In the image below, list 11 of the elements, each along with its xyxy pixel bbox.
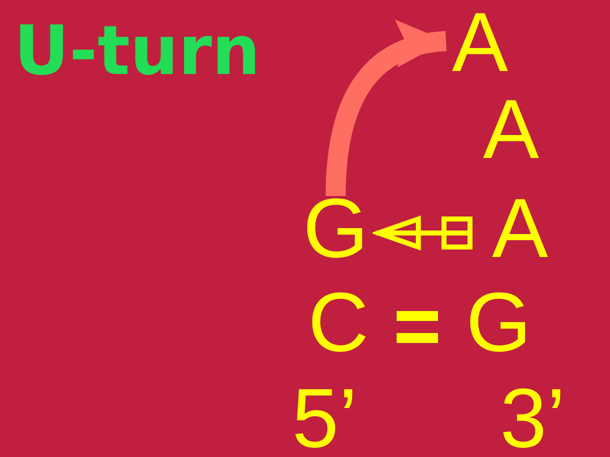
base-pair-symbol xyxy=(376,216,472,250)
title: U-turn xyxy=(14,18,260,86)
nucleotide-letter: A xyxy=(452,0,508,84)
strand-end-label: 3’ xyxy=(500,376,566,457)
nucleotide-letter: A xyxy=(492,186,548,270)
nucleotide-letter: G xyxy=(466,280,532,364)
nucleotide-letter: C xyxy=(308,280,369,364)
nucleotide-letter: G xyxy=(303,186,368,270)
curved-arrow xyxy=(326,22,448,196)
strand-end-label: 5’ xyxy=(292,376,358,457)
nucleotide-letter: A xyxy=(483,87,540,171)
